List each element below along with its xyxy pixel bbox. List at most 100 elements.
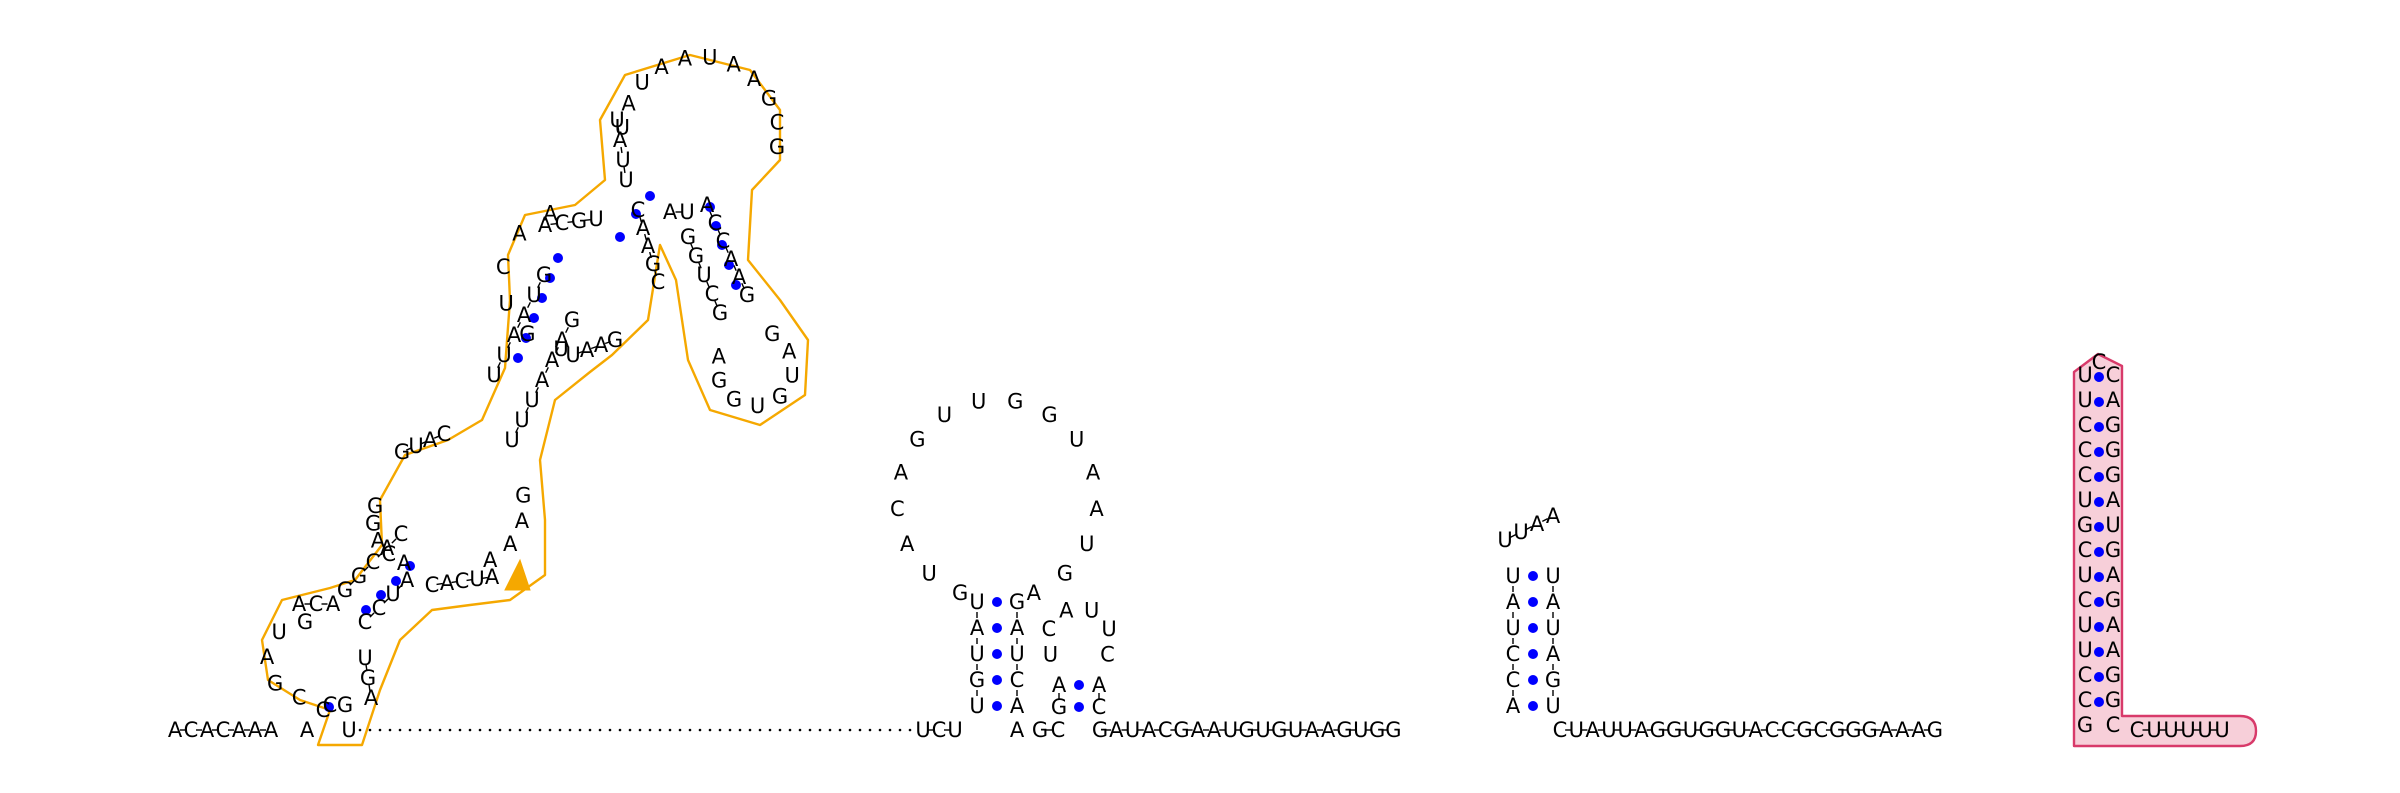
gap-dot: [698, 728, 702, 732]
stem1-base: C: [1010, 668, 1025, 692]
backbone-segment: [567, 220, 574, 224]
base-pair-dot: [2094, 672, 2104, 682]
linker-base: A: [1895, 718, 1910, 742]
between-base: G: [1032, 718, 1048, 742]
gap-dot: [498, 728, 502, 732]
backbone-segment: [525, 407, 529, 413]
base-pair-dot: [2094, 547, 2104, 557]
base-pair-dot: [717, 240, 727, 250]
gap-dot: [748, 728, 752, 732]
d1-base: U: [696, 263, 711, 287]
gap-dot: [678, 728, 682, 732]
hp4-base: C: [2106, 363, 2121, 387]
hairpin4-outline: [2072, 352, 2258, 748]
backbone-segment: [497, 362, 501, 368]
gap-dot: [788, 728, 792, 732]
linker-base: C: [1553, 718, 1568, 742]
stem3-base: C: [1506, 642, 1521, 666]
d1-base: C: [555, 211, 570, 235]
loop2-base: A: [1059, 599, 1074, 623]
d1-loop-base: G: [267, 672, 283, 696]
backbone-segment: [517, 322, 521, 328]
d1-base: G: [536, 263, 552, 287]
d1-base: C: [372, 596, 387, 620]
linker-base: G: [1173, 718, 1189, 742]
d1-base: U: [357, 646, 372, 670]
backbone-segment: [690, 243, 694, 250]
d1-base: C: [316, 698, 331, 722]
d1-base: C: [394, 522, 409, 546]
backbone-segment: [466, 578, 473, 582]
linker-base: A: [1634, 718, 1649, 742]
hp4-base: G: [2105, 413, 2121, 437]
stem1-base: U: [969, 694, 984, 718]
stem3-base: U: [1505, 616, 1520, 640]
backbone-segment: [741, 282, 745, 290]
gap-dot: [468, 728, 472, 732]
d1-base: U: [526, 283, 541, 307]
hp4-base: G: [2105, 688, 2121, 712]
gap-dot: [878, 728, 882, 732]
d1-base: U: [609, 108, 624, 132]
linker-base: U: [1125, 718, 1140, 742]
loop1-base: G: [1057, 561, 1073, 585]
base-pair-dot: [1528, 597, 1538, 607]
base-pair-dot: [1074, 702, 1084, 712]
gap-dot: [598, 728, 602, 732]
d1-base: A: [700, 193, 715, 217]
loop1-base: A: [900, 532, 915, 556]
backbone-segment: [537, 282, 541, 288]
linker-base: U: [947, 718, 962, 742]
gap-dot: [828, 728, 832, 732]
d1-base: U: [514, 408, 529, 432]
d1-base: A: [517, 303, 532, 327]
base-pair-dot: [2094, 697, 2104, 707]
linker-base: U: [1223, 718, 1238, 742]
backbone-segment: [604, 340, 612, 345]
backbone-segment: [349, 580, 355, 586]
gap-dot: [668, 728, 672, 732]
base-pair-dot: [645, 191, 655, 201]
d1-toploop-base: U: [634, 71, 649, 95]
linker-base: G: [1385, 718, 1401, 742]
d1-base: C: [309, 592, 324, 616]
backbone-segment: [391, 538, 397, 544]
gap-dot: [718, 728, 722, 732]
d1-base: G: [519, 322, 535, 346]
d1-base: G: [688, 244, 704, 268]
gap-dot: [588, 728, 592, 732]
loop1-base: G: [952, 581, 968, 605]
d1-base: A: [397, 551, 412, 575]
d1-base: A: [400, 568, 415, 592]
stem2-base: A: [1092, 673, 1107, 697]
d1-base: U: [498, 292, 513, 316]
d1-base: U: [618, 168, 633, 192]
d1-loop-base: G: [297, 610, 313, 634]
backbone-segment: [733, 264, 737, 272]
tail3-base: U: [2180, 718, 2195, 742]
hp4-base: A: [2106, 638, 2121, 662]
loop3-base: A: [1530, 512, 1545, 536]
gap-dot: [778, 728, 782, 732]
hp4-base: U: [2077, 638, 2092, 662]
gap-dot: [738, 728, 742, 732]
hp4-base: C: [2078, 588, 2093, 612]
gap-dot: [638, 728, 642, 732]
loop1-base: C: [890, 497, 905, 521]
linker-base: G: [1369, 718, 1385, 742]
backbone-segment: [617, 126, 620, 134]
base-pair-dot: [631, 209, 641, 219]
d1-toploop-base: A: [621, 92, 636, 116]
gap-dot: [868, 728, 872, 732]
gap-dot: [488, 728, 492, 732]
backbone-segment: [698, 262, 702, 269]
loop2-base: U: [1043, 643, 1058, 667]
backbone-segment: [383, 598, 389, 604]
gap-dot: [798, 728, 802, 732]
backbone-segment: [507, 342, 511, 348]
base-pair-dot: [2094, 447, 2104, 457]
linker-base: G: [1650, 718, 1666, 742]
hp4-base: C: [2106, 713, 2121, 737]
base-pair-dot: [1528, 623, 1538, 633]
